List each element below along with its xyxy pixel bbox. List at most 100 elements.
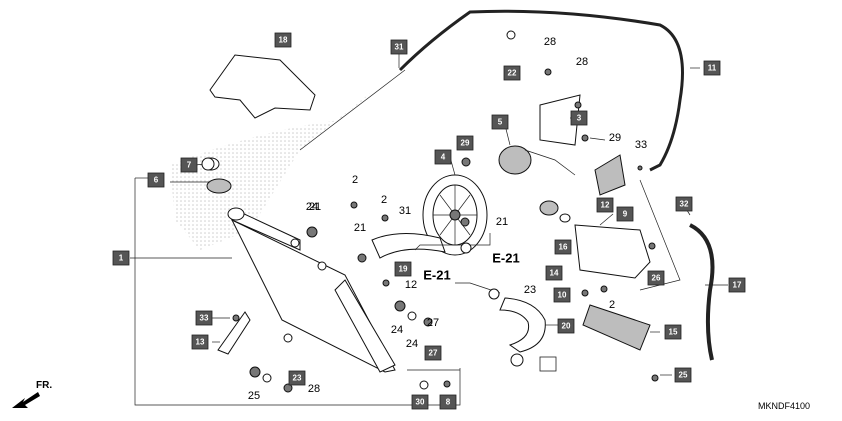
bracket-13: [217, 311, 251, 355]
fasteners: [201, 30, 659, 393]
callout-box: [195, 310, 213, 326]
callout-box: [180, 157, 198, 173]
part-number-21: 21: [354, 222, 366, 234]
water-hose-17: [689, 223, 715, 361]
callout-box: [390, 39, 408, 55]
water-hose-19: [371, 232, 446, 259]
reference-layer: E-21E-21: [423, 251, 519, 283]
callout-label: 30: [416, 398, 425, 407]
callout-box: [491, 114, 509, 130]
callout-label: 25: [679, 371, 688, 380]
part-number-28: 28: [576, 56, 588, 68]
callout-16: 16: [554, 239, 572, 255]
part-number-24: 24: [391, 324, 403, 336]
siphon-hose: [398, 9, 684, 172]
callout-8: 8: [439, 394, 457, 410]
callout-label: 7: [187, 161, 192, 170]
callout-box: [411, 394, 429, 410]
callout-label: 31: [395, 43, 404, 52]
callout-box: [456, 135, 474, 151]
leader-lines: [130, 52, 728, 376]
callout-box: [554, 239, 572, 255]
part-number-2: 2: [381, 194, 387, 206]
callout-14: 14: [545, 265, 563, 281]
thermostat-housing: [539, 200, 651, 279]
fan-motor: [498, 94, 581, 176]
callout-25: 25: [674, 367, 692, 383]
callout-box: [675, 196, 693, 212]
part-number-33: 33: [635, 139, 647, 151]
part-number-21: 21: [309, 201, 321, 213]
cover-plate: [209, 54, 316, 119]
part-number-21: 21: [496, 216, 508, 228]
callout-label: 4: [441, 153, 446, 162]
callout-label: 19: [399, 265, 408, 274]
callout-box: [728, 277, 746, 293]
callout-10: 10: [553, 287, 571, 303]
radiator: [202, 157, 396, 373]
callout-box: [424, 345, 442, 361]
callout-box: [147, 172, 165, 188]
group-bracket-1: [134, 178, 461, 406]
callout-box: [664, 324, 682, 340]
callout-26: 26: [647, 270, 665, 286]
part-number-24: 24: [406, 338, 418, 350]
callout-box: [274, 32, 292, 48]
front-arrow: FR.: [12, 380, 52, 408]
bracket-15: [582, 304, 651, 351]
diagram-code: MKNDF4100: [758, 401, 810, 411]
part-number-28: 28: [544, 36, 556, 48]
callout-box: [394, 261, 412, 277]
callout-label: 20: [562, 322, 571, 331]
callout-20: 20: [557, 318, 575, 334]
callout-12: 12: [596, 197, 614, 213]
callout-18: 18: [274, 32, 292, 48]
empty-box: [539, 356, 557, 372]
watermark-shape: [170, 85, 380, 250]
callout-box: [545, 265, 563, 281]
callout-label: 3: [577, 114, 582, 123]
callout-31: 31: [390, 39, 408, 55]
callout-box: [616, 206, 634, 222]
callout-13: 13: [191, 334, 209, 350]
cover-12: [594, 154, 626, 196]
part-number-28: 28: [308, 383, 320, 395]
part-number-2: 2: [609, 299, 615, 311]
callout-label: 13: [196, 338, 205, 347]
callout-label: 23: [293, 374, 302, 383]
callout-label: 8: [446, 398, 451, 407]
callout-label: 26: [652, 274, 661, 283]
callout-23: 23: [288, 370, 306, 386]
callout-box: [434, 149, 452, 165]
callout-11: 11: [703, 60, 721, 76]
callout-box: [553, 287, 571, 303]
callout-box: [596, 197, 614, 213]
callout-29: 29: [456, 135, 474, 151]
callout-27: 27: [424, 345, 442, 361]
part-number-2: 2: [352, 174, 358, 186]
callout-box: [557, 318, 575, 334]
callout-label: 27: [429, 349, 438, 358]
callout-33: 33: [195, 310, 213, 326]
callout-15: 15: [664, 324, 682, 340]
callout-label: 16: [559, 243, 568, 252]
callout-label: 9: [623, 210, 628, 219]
callout-4: 4: [434, 149, 452, 165]
callout-19: 19: [394, 261, 412, 277]
section-reference: E-21: [492, 251, 519, 266]
callout-box: [703, 60, 721, 76]
callout-box: [570, 110, 588, 126]
callout-label: 14: [550, 269, 559, 278]
callout-3: 3: [570, 110, 588, 126]
part-number-25: 25: [248, 390, 260, 402]
callout-label: 11: [708, 64, 717, 73]
callout-label: 15: [669, 328, 678, 337]
water-hose-20: [499, 297, 546, 353]
callout-label: 1: [119, 254, 124, 263]
callout-box: [439, 394, 457, 410]
callout-label: 17: [733, 281, 742, 290]
part-number-23: 23: [524, 284, 536, 296]
